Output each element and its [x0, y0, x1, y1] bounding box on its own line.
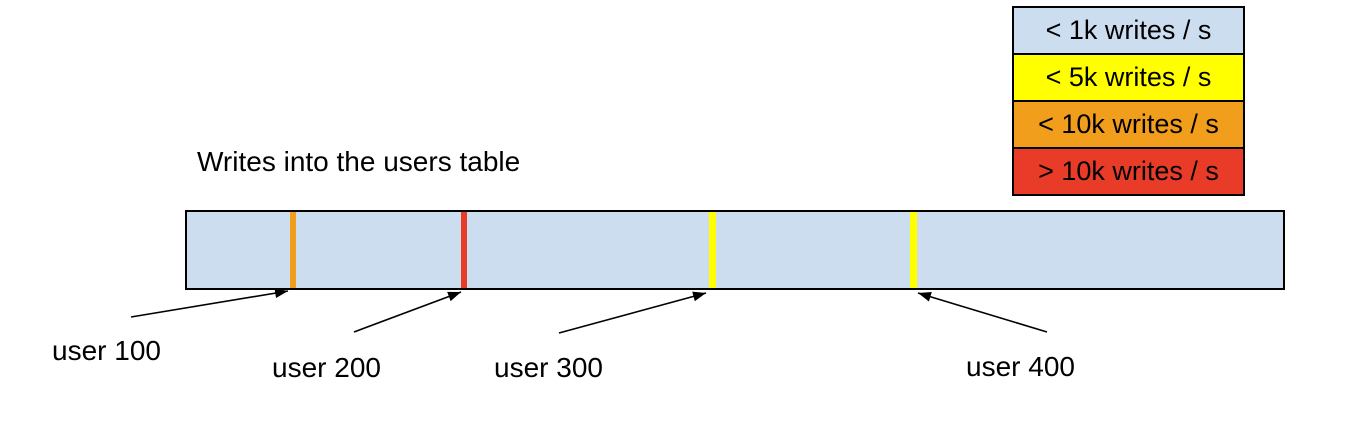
label-user-200: user 200 — [272, 352, 381, 383]
stripe-user-400 — [910, 212, 917, 288]
legend-item-lt-10k: < 10k writes / s — [1014, 102, 1243, 149]
legend-item-label: > 10k writes / s — [1038, 156, 1219, 186]
legend-item-label: < 1k writes / s — [1045, 15, 1212, 45]
legend-item-label: < 5k writes / s — [1045, 62, 1212, 92]
legend-item-gt-10k: > 10k writes / s — [1014, 149, 1243, 194]
legend: < 1k writes / s < 5k writes / s < 10k wr… — [1012, 6, 1245, 196]
stripe-user-200 — [461, 212, 467, 288]
stripe-user-100 — [290, 212, 296, 288]
label-user-400: user 400 — [966, 351, 1075, 382]
legend-item-lt-1k: < 1k writes / s — [1014, 8, 1243, 55]
stripe-user-300 — [709, 212, 716, 288]
arrow-user-400 — [917, 291, 1048, 333]
arrow-user-100 — [130, 288, 289, 318]
arrow-user-300 — [558, 291, 707, 334]
label-user-300: user 300 — [494, 352, 603, 383]
diagram-title: Writes into the users table — [197, 146, 521, 177]
legend-item-lt-5k: < 5k writes / s — [1014, 55, 1243, 102]
users-table-bar — [185, 210, 1285, 290]
legend-item-label: < 10k writes / s — [1038, 109, 1219, 139]
arrow-user-200 — [353, 291, 462, 333]
label-user-100: user 100 — [52, 335, 161, 366]
